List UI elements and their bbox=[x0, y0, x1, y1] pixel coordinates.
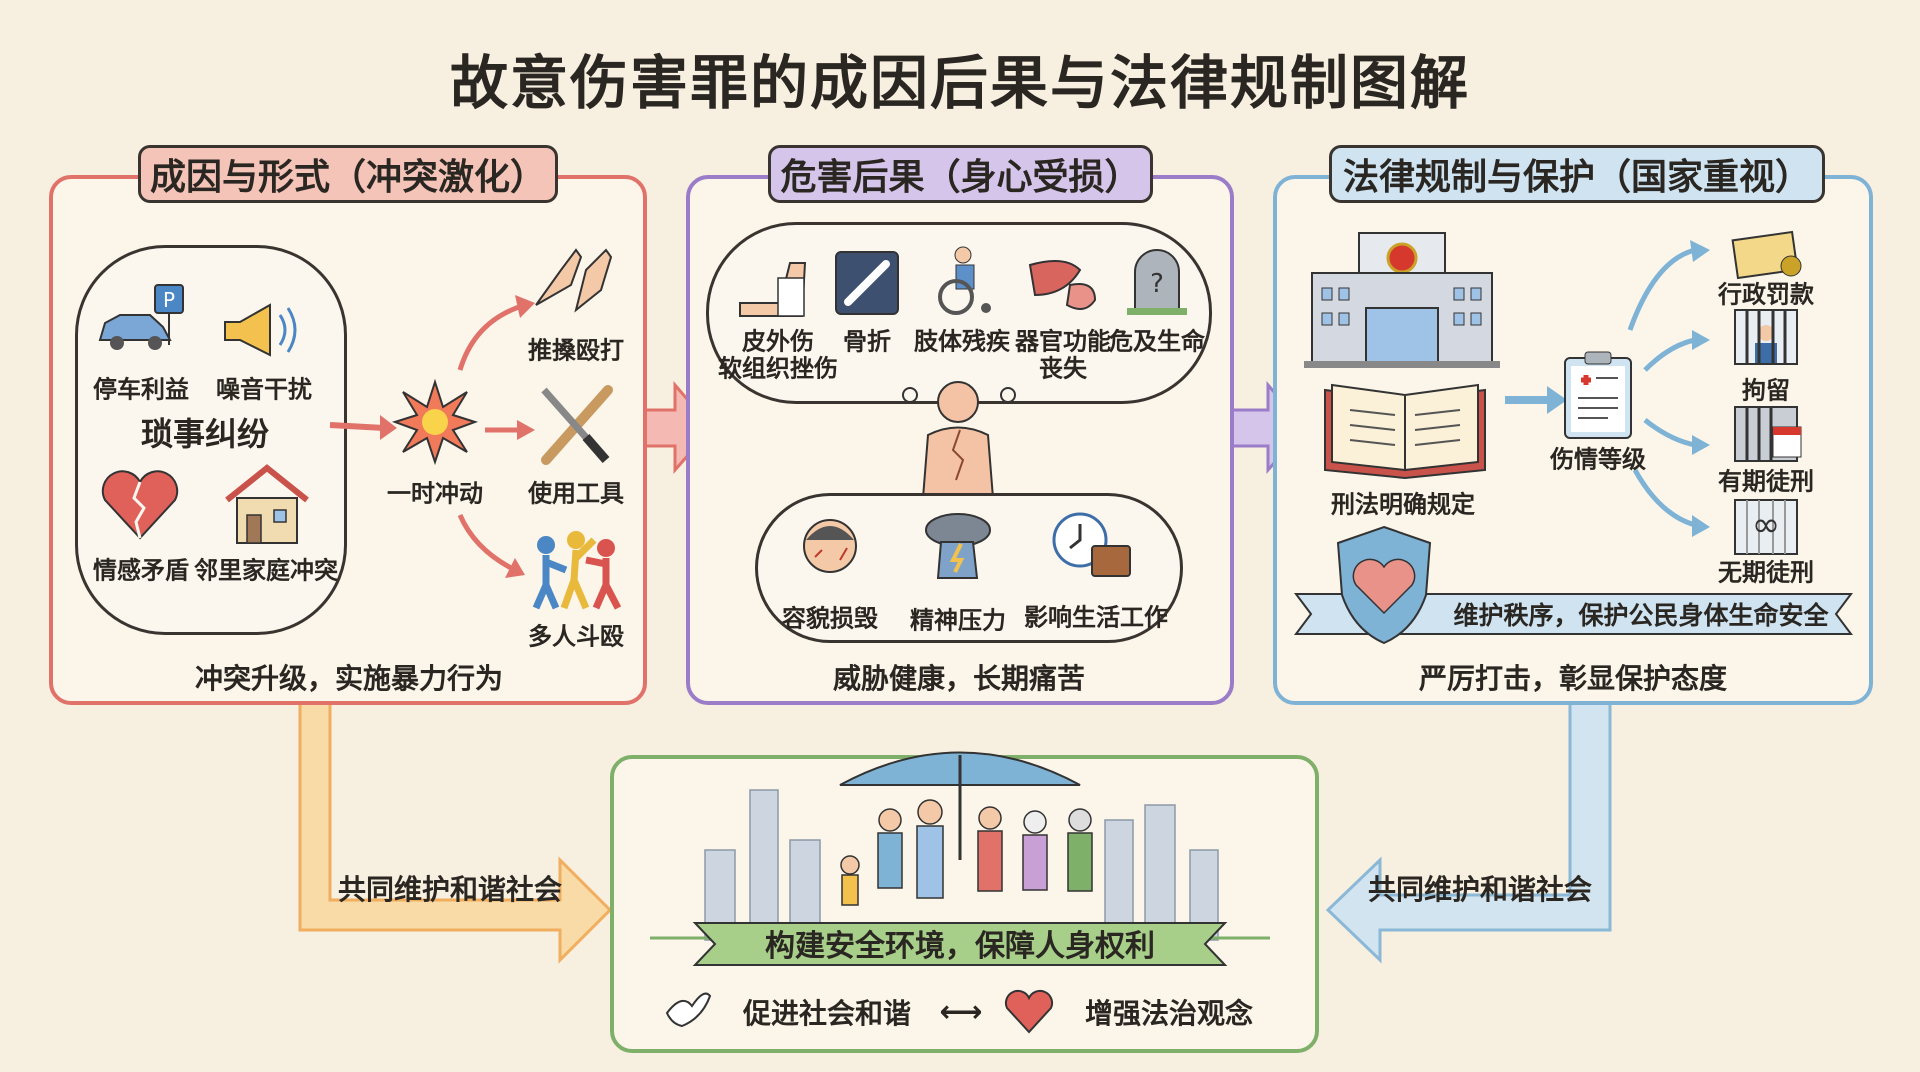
explosion-icon bbox=[391, 378, 479, 466]
svg-text:?: ? bbox=[1150, 269, 1164, 299]
clock-briefcase-icon bbox=[1052, 512, 1131, 577]
harm-soft-tissue: 软组织挫伤 bbox=[718, 354, 838, 383]
organ-icon bbox=[1028, 260, 1097, 310]
harm-organ-loss: 器官功能 bbox=[1015, 327, 1111, 356]
goal-harmony: 促进社会和谐 bbox=[742, 997, 912, 1030]
society-banner-ribbon bbox=[692, 922, 1228, 966]
left-arrow-label: 共同维护和谐社会 bbox=[337, 873, 563, 906]
svg-text:∞: ∞ bbox=[1752, 505, 1780, 545]
harm-life-threat: 危及生命 bbox=[1109, 327, 1205, 356]
wheelchair-icon bbox=[938, 246, 991, 315]
law-arrows bbox=[1505, 240, 1710, 537]
car-icon: P bbox=[98, 284, 184, 350]
cause-heading: 成因与形式（冲突激化） bbox=[138, 145, 558, 203]
harm-heading: 危害后果（身心受损） bbox=[768, 145, 1153, 203]
criminal-law-label: 刑法明确规定 bbox=[1331, 490, 1475, 519]
arrow-law-to-society bbox=[1325, 698, 1612, 964]
broken-bone-icon bbox=[835, 251, 899, 315]
prison-infinity-icon: ∞ bbox=[1734, 499, 1798, 555]
fine-ticket-icon bbox=[1731, 230, 1802, 280]
page-title: 故意伤害罪的成因后果与法律规制图解 bbox=[449, 49, 1471, 117]
dispute-noise: 噪音干扰 bbox=[216, 375, 312, 404]
right-arrow-label: 共同维护和谐社会 bbox=[1367, 873, 1593, 906]
law-footer: 严厉打击，彰显保护态度 bbox=[1418, 662, 1728, 695]
dove-icon bbox=[665, 992, 712, 1028]
cracked-house-icon bbox=[225, 464, 309, 544]
form-pushing: 推搡殴打 bbox=[528, 336, 624, 365]
harm-life-work: 影响生活工作 bbox=[1024, 603, 1168, 632]
court-building-icon bbox=[1304, 232, 1500, 368]
injury-report-clipboard-icon bbox=[1564, 351, 1632, 439]
law-banner-ribbon bbox=[1294, 593, 1853, 635]
penalty-detention: 拘留 bbox=[1742, 376, 1790, 405]
form-tools: 使用工具 bbox=[528, 479, 624, 508]
hands-pushing-icon bbox=[535, 248, 613, 313]
broken-heart-icon bbox=[101, 470, 179, 540]
harm-footer: 威胁健康，长期痛苦 bbox=[832, 662, 1086, 695]
scarred-face-icon bbox=[803, 519, 857, 573]
injury-grade-label: 伤情等级 bbox=[1550, 445, 1646, 474]
society-banner-text: 构建安全环境，保障人身权利 bbox=[765, 929, 1155, 964]
law-book-icon bbox=[1324, 383, 1486, 480]
group-fight-icon bbox=[532, 531, 622, 610]
harm-skin-injury: 皮外伤 bbox=[742, 327, 814, 356]
dispute-neighbor: 邻里家庭冲突 bbox=[194, 556, 338, 585]
bandaged-arm-icon bbox=[739, 262, 807, 317]
dispute-emotion: 情感矛盾 bbox=[93, 556, 189, 585]
law-heading: 法律规制与保护（国家重视） bbox=[1329, 145, 1825, 203]
city-family-umbrella-illustration bbox=[650, 751, 1270, 941]
harm-fracture: 骨折 bbox=[843, 327, 891, 356]
svg-text:P: P bbox=[163, 288, 175, 312]
tombstone-icon: ? bbox=[1127, 249, 1187, 315]
harm-mental-stress: 精神压力 bbox=[910, 606, 1006, 635]
penalty-life: 无期徒刑 bbox=[1718, 558, 1814, 587]
disputes-center-label: 琐事纠纷 bbox=[140, 415, 270, 453]
harm-organ-loss-2: 丧失 bbox=[1039, 354, 1087, 383]
form-group-fight: 多人斗殴 bbox=[528, 622, 624, 651]
prison-calendar-icon bbox=[1734, 406, 1802, 462]
storm-head-icon bbox=[925, 513, 991, 579]
double-arrow-icon: ⟷ bbox=[939, 994, 983, 1030]
cause-footer: 冲突升级，实施暴力行为 bbox=[194, 662, 504, 695]
law-banner-text: 维护秩序，保护公民身体生命安全 bbox=[1453, 601, 1829, 630]
weapons-icon bbox=[541, 385, 613, 465]
cause-arrows bbox=[329, 295, 535, 578]
goal-rule-of-law: 增强法治观念 bbox=[1084, 997, 1254, 1030]
disputes-cloud bbox=[75, 245, 347, 635]
trigger-label: 一时冲动 bbox=[387, 479, 483, 508]
detention-bars-icon bbox=[1734, 309, 1798, 365]
shield-handshake-icon bbox=[1336, 525, 1432, 645]
megaphone-icon bbox=[224, 303, 297, 357]
injured-person-icon bbox=[902, 381, 1016, 499]
penalty-fine: 行政罚款 bbox=[1718, 280, 1814, 309]
dispute-parking: 停车利益 bbox=[93, 375, 189, 404]
penalty-fixed-term: 有期徒刑 bbox=[1718, 467, 1814, 496]
arrow-cause-to-society bbox=[298, 698, 613, 964]
heart-icon bbox=[1004, 989, 1054, 1034]
harm-disfigurement: 容貌损毁 bbox=[782, 604, 878, 633]
harm-disability: 肢体残疾 bbox=[914, 327, 1010, 356]
